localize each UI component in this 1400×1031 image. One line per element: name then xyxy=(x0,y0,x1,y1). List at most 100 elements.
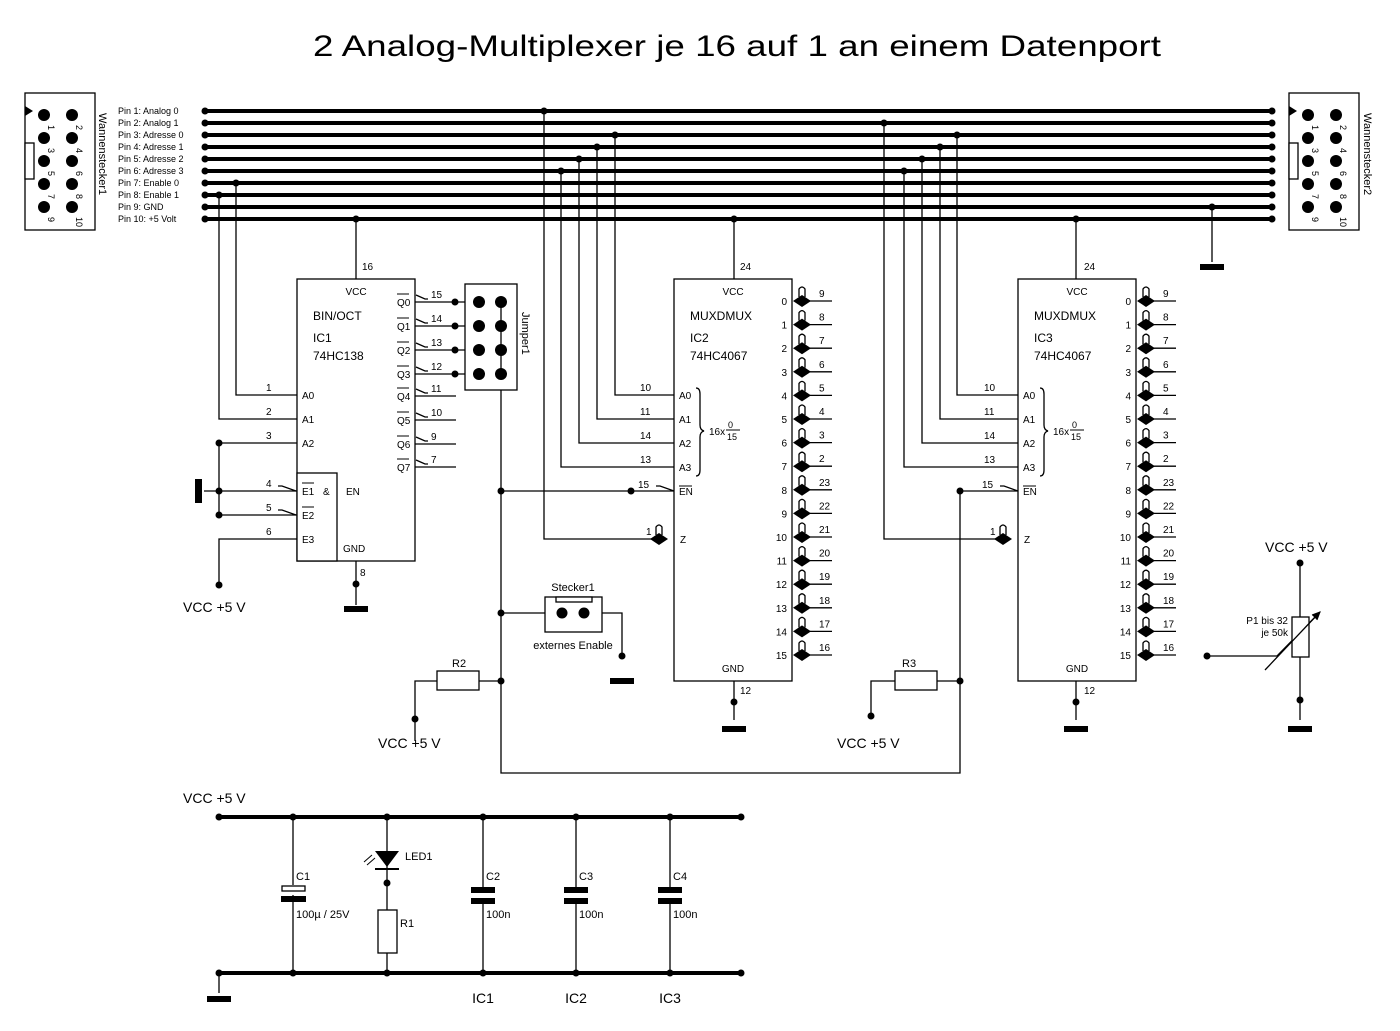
led1: LED1 xyxy=(363,851,433,870)
bidirectional-arrow-icon xyxy=(802,318,811,331)
mux-frac-top: 0 xyxy=(728,420,733,430)
mux-channel-pin: 3 xyxy=(1163,431,1169,442)
junction-dot xyxy=(451,298,459,306)
bidirectional-arrow-icon xyxy=(802,578,811,591)
resistor-r3: R3 xyxy=(894,658,938,691)
resistor-r2: R2 xyxy=(436,658,480,691)
mux-channel-pin: 2 xyxy=(1163,454,1169,465)
mux-vcc-label: VCC xyxy=(1066,287,1087,298)
ground-icon xyxy=(195,479,202,503)
capacitor-plate xyxy=(564,898,588,904)
mux-channel-pin: 7 xyxy=(819,336,825,347)
junction-dot xyxy=(201,191,209,199)
switch-symbol xyxy=(1142,522,1150,533)
mux-channel: 0 xyxy=(1125,297,1131,308)
led1-label: LED1 xyxy=(405,851,433,863)
mux-address-pin: 10 xyxy=(640,383,652,394)
junction-dot xyxy=(1268,179,1276,187)
connector-pin-number: 10 xyxy=(1338,217,1348,227)
connector-pin-number: 7 xyxy=(1310,194,1320,199)
bidirectional-arrow-icon xyxy=(793,625,802,638)
inversion-marker xyxy=(415,366,428,372)
mux-channel-pin: 4 xyxy=(819,407,825,418)
mux-gnd-pin: 12 xyxy=(740,686,752,697)
junction-dot xyxy=(1268,131,1276,139)
bidirectional-arrow-icon xyxy=(1146,460,1155,473)
junction-dot xyxy=(201,215,209,223)
mux-address-name: A0 xyxy=(1023,391,1036,402)
capacitor-value: 100n xyxy=(673,909,697,921)
bidirectional-arrow-icon xyxy=(793,601,802,614)
junction-dot xyxy=(201,143,209,151)
switch-symbol xyxy=(798,498,806,510)
mux-channel-pin: 20 xyxy=(819,549,831,560)
mux-channel: 14 xyxy=(776,627,788,638)
mux-channel: 0 xyxy=(781,297,787,308)
mux-channel-pin: 19 xyxy=(1163,572,1175,583)
stecker1[interactable]: Stecker1 externes Enable xyxy=(533,582,613,652)
mux-enable-pin: 15 xyxy=(982,480,994,491)
ground-icon xyxy=(344,606,368,612)
inversion-marker xyxy=(415,342,428,348)
mux-channel-pin: 19 xyxy=(819,572,831,583)
stecker-label: externes Enable xyxy=(533,640,613,652)
bidirectional-arrow-icon xyxy=(1146,578,1155,591)
mux-channel-pin: 7 xyxy=(1163,336,1169,347)
switch-symbol xyxy=(798,545,806,557)
bidirectional-arrow-icon xyxy=(802,483,811,496)
junction-dot xyxy=(451,322,459,330)
mux-channel-pin: 16 xyxy=(819,643,831,654)
mux-channel: 7 xyxy=(1125,462,1131,473)
mux-channel: 12 xyxy=(776,580,788,591)
junction-dot xyxy=(1268,203,1276,211)
ic1-output-pin: 7 xyxy=(431,455,437,466)
junction-dot xyxy=(1268,107,1276,115)
ic1-output-pin: 14 xyxy=(431,314,443,325)
mux-function: MUXDMUX xyxy=(690,309,752,323)
c1-name: C1 xyxy=(296,871,310,883)
bidirectional-arrow-icon xyxy=(1137,318,1146,331)
capacitor-name: C2 xyxy=(486,871,500,883)
connector-pin xyxy=(1330,132,1342,144)
mux-address-name: A3 xyxy=(679,463,692,474)
mux-channel: 10 xyxy=(776,533,788,544)
connector-pin xyxy=(38,178,50,190)
mux-enable-name: EN xyxy=(1023,487,1037,498)
mux-channel: 12 xyxy=(1120,580,1132,591)
connector-pin-number: 1 xyxy=(46,125,56,130)
capacitor-c1: C1 100µ / 25V xyxy=(281,871,350,921)
ic1-vcc-pin: 16 xyxy=(362,262,374,273)
junction-dot xyxy=(611,131,619,139)
bus-pin-label: Pin 2: Analog 1 xyxy=(118,118,179,128)
switch-symbol xyxy=(1142,475,1150,486)
potentiometer[interactable]: P1 bis 32 je 50k xyxy=(1246,613,1319,671)
switch-symbol xyxy=(798,357,806,368)
connector-pin-number: 8 xyxy=(74,194,84,199)
inversion-marker xyxy=(415,388,428,394)
junction-dot xyxy=(572,969,580,977)
connector-pin-number: 4 xyxy=(1338,148,1348,153)
bidirectional-arrow-icon xyxy=(802,413,811,425)
mux-vcc-label: VCC xyxy=(722,287,743,298)
mux-channel: 8 xyxy=(1125,486,1131,497)
jumper1[interactable]: Jumper1 xyxy=(464,283,531,391)
connector-pin-number: 10 xyxy=(74,217,84,227)
bus-pin-label: Pin 4: Adresse 1 xyxy=(118,142,184,152)
connector-left-name: Wannenstecker1 xyxy=(96,113,108,195)
ground-icon xyxy=(722,726,746,732)
ground-icon xyxy=(1200,264,1224,270)
connector-pin xyxy=(66,178,78,190)
connector-pin xyxy=(66,132,78,144)
bidirectional-arrow-icon xyxy=(1146,436,1155,449)
capacitor-ic-label: IC1 xyxy=(472,990,494,1006)
mux-channel-pin: 16 xyxy=(1163,643,1175,654)
mux-common-name: Z xyxy=(680,535,686,546)
mux-frac-bot: 15 xyxy=(1071,432,1081,442)
mux-frac-top: 0 xyxy=(1072,420,1077,430)
junction-dot xyxy=(215,487,223,495)
bidirectional-arrow-icon xyxy=(793,554,802,567)
connector-pin-number: 1 xyxy=(1310,125,1320,130)
junction-dot xyxy=(201,107,209,115)
ic1-output-pin: 13 xyxy=(431,338,443,349)
junction-dot xyxy=(666,969,674,977)
